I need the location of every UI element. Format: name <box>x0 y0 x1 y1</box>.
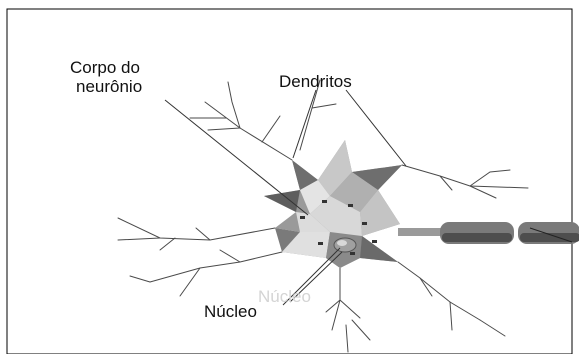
label-nucleus: Núcleo <box>204 302 257 321</box>
organelle <box>348 204 353 207</box>
label-nucleus-ghost: Núcleo <box>258 287 311 306</box>
dendrite-branch <box>262 116 280 142</box>
label-dendrites: Dendritos <box>279 72 352 91</box>
organelle <box>350 252 355 255</box>
dendrite-branch <box>130 276 150 282</box>
dendrite-branch <box>150 252 282 282</box>
organelle <box>372 240 377 243</box>
dendrite-branch <box>196 228 210 240</box>
dendrite-branch <box>470 186 496 198</box>
dendrite-branch <box>160 238 175 250</box>
organelle <box>318 242 323 245</box>
dendrite-branch <box>118 238 160 240</box>
dendrite-branch <box>352 320 370 340</box>
organelle <box>300 216 305 219</box>
label-cell-body-line2: neurônio <box>76 77 142 96</box>
leader-line-dendrites <box>293 90 316 158</box>
dendrite-branch <box>312 104 336 108</box>
dendrite-branch <box>208 128 240 130</box>
organelle <box>322 200 327 203</box>
organelle <box>362 222 367 225</box>
dendrite-branch <box>346 325 348 352</box>
axon <box>398 222 579 244</box>
dendrite-branch <box>420 278 432 296</box>
axon-stem <box>398 228 443 236</box>
label-cell-body-line1: Corpo do <box>70 58 140 77</box>
dendrite-branch <box>470 170 510 186</box>
dendrite-branch <box>228 82 240 128</box>
dendrite-branch <box>398 262 480 320</box>
soma-facet <box>360 236 398 262</box>
leader-line-dendrites <box>346 90 406 166</box>
myelin-sheath-1-shade <box>442 233 512 242</box>
cell-body <box>264 140 402 268</box>
dendrite-branch <box>205 102 292 160</box>
dendrite-branch <box>340 300 360 318</box>
dendrite-branch <box>180 268 200 296</box>
nucleus-highlight <box>337 240 347 246</box>
dendrite-branch <box>450 302 452 330</box>
soma-facet <box>264 190 300 212</box>
dendrite-branch <box>480 320 505 336</box>
dendrite-branch <box>332 268 340 330</box>
dendrite-branch <box>220 250 240 262</box>
dendrite-branch <box>402 165 528 188</box>
